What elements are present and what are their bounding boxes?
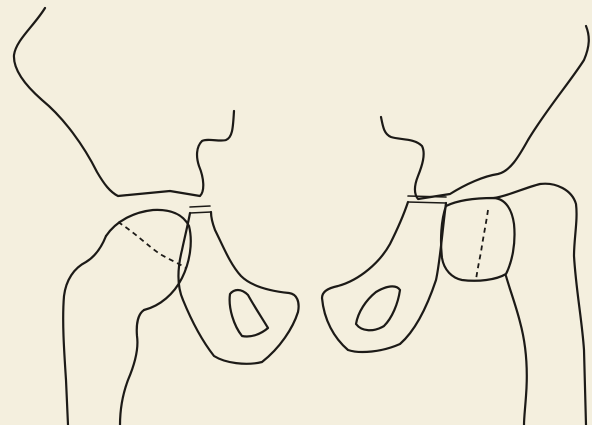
right-ilium-outline [381,26,589,199]
right-acetabular-gap-upper [408,196,446,197]
left-epiphyseal-line [118,222,186,268]
right-ischium-outline [322,202,446,352]
right-femur-outer [494,184,586,425]
left-femoral-head [106,210,191,310]
left-ilium-outline [14,8,234,196]
left-hip [14,8,299,425]
right-obturator-foramen [356,286,400,330]
left-ischium-outline [178,212,298,364]
right-femoral-head [441,198,514,281]
right-femur-inner [506,276,527,425]
left-obturator-foramen [230,290,268,337]
right-acetabular-gap-lower [408,202,446,203]
right-epiphyseal-line [476,210,488,280]
left-acetabular-gap-upper [190,206,210,207]
left-femur-outer [63,236,106,425]
left-acetabular-gap-lower [190,212,211,213]
left-femur-inner [120,310,144,425]
right-hip [322,26,589,425]
